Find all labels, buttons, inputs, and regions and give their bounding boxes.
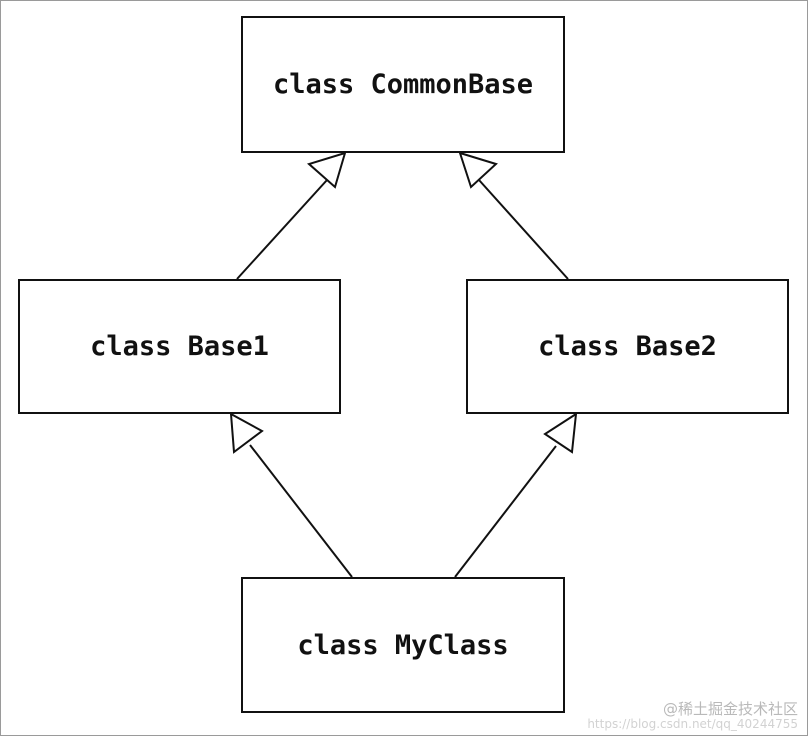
class-label-myclass: class MyClass xyxy=(297,629,509,661)
class-label-commonbase: class CommonBase xyxy=(272,69,534,100)
class-box-base2: class Base2 xyxy=(466,279,789,414)
class-label-base1: class Base1 xyxy=(90,331,269,362)
watermark-url: https://blog.csdn.net/qq_40244755 xyxy=(587,717,798,732)
class-box-myclass: class MyClass xyxy=(241,577,565,713)
class-box-base1: class Base1 xyxy=(18,279,341,414)
class-box-commonbase: class CommonBase xyxy=(241,16,565,153)
class-label-base2: class Base2 xyxy=(538,331,717,362)
watermark: @稀土掘金技术社区 https://blog.csdn.net/qq_40244… xyxy=(587,699,798,732)
watermark-brand: @稀土掘金技术社区 xyxy=(662,699,798,718)
